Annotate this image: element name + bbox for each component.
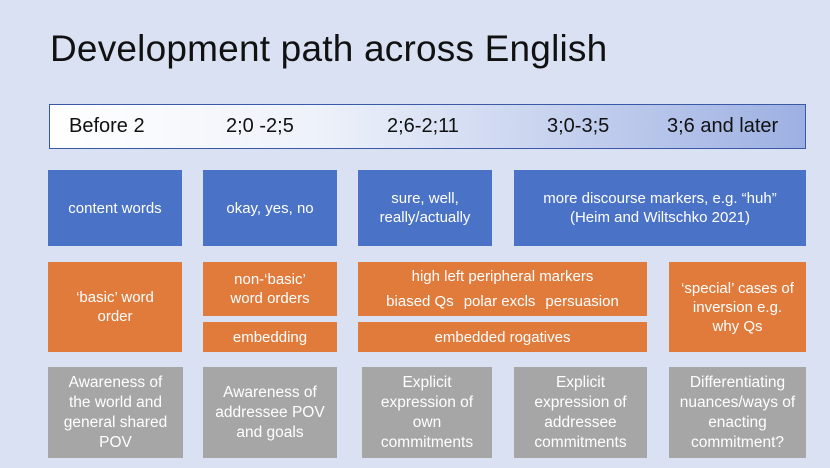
slide-title: Development path across English [50,28,608,69]
stage-box-basic-word-order: ‘basic’ word order [48,262,182,352]
stage-box-special-cases: ‘special’ cases of inversion e.g. why Qs [669,262,806,352]
stage-box-high-left-peripheral: high left peripheral markers biased Qs p… [358,262,647,316]
box-text: Explicit expression of addressee commitm… [534,373,627,451]
box-text: more discourse markers, e.g. “huh” (Heim… [543,190,777,226]
stage-box-embedding: embedding [203,322,337,352]
stage-box-non-basic-word-orders: non-‘basic’ word orders [203,262,337,316]
nuances-box: Differentiating nuances/ways of enacting… [669,367,806,458]
stage-box-discourse-markers: more discourse markers, e.g. “huh” (Heim… [514,170,806,246]
box-text: non-‘basic’ word orders [230,271,310,307]
box-text: embedded rogatives [434,328,571,346]
timeline-label: 2;6-2;11 [387,115,459,137]
box-text: ‘basic’ word order [76,289,154,325]
stage-box-embedded-rogatives: embedded rogatives [358,322,647,352]
box-text: Awareness of addressee POV and goals [215,383,325,441]
stage-box-content-words: content words [48,170,182,246]
box-text: embedding [232,328,308,346]
box-text: sure, well, really/actually [379,190,471,226]
box-text: content words [68,199,162,217]
awareness-box-addressee: Awareness of addressee POV and goals [203,367,337,458]
timeline-label: Before 2 [69,115,145,137]
marker-item: biased Qs [386,293,454,310]
stage-box-sure-well: sure, well, really/actually [358,170,492,246]
timeline-label: 3;0-3;5 [547,115,610,137]
age-timeline: Before 2 2;0 -2;5 2;6-2;11 3;0-3;5 3;6 a… [49,104,806,149]
marker-item: persuasion [545,293,619,310]
marker-item: polar excls [463,293,536,310]
box-text: Awareness of the world and general share… [63,373,168,451]
box-text: Explicit expression of own commitments [380,373,474,451]
expression-box-own-commitments: Explicit expression of own commitments [362,367,492,458]
box-text: ‘special’ cases of inversion e.g. why Qs [681,279,794,335]
timeline-label: 2;0 -2;5 [226,115,294,137]
stage-box-okay-yes-no: okay, yes, no [203,170,337,246]
expression-box-addressee-commitments: Explicit expression of addressee commitm… [514,367,647,458]
box-heading: high left peripheral markers [411,268,594,285]
box-text: okay, yes, no [226,199,314,217]
box-text: Differentiating nuances/ways of enacting… [679,373,796,451]
timeline-label: 3;6 and later [667,115,779,137]
awareness-box-world: Awareness of the world and general share… [48,367,183,458]
marker-list: biased Qs polar excls persuasion [386,292,619,311]
